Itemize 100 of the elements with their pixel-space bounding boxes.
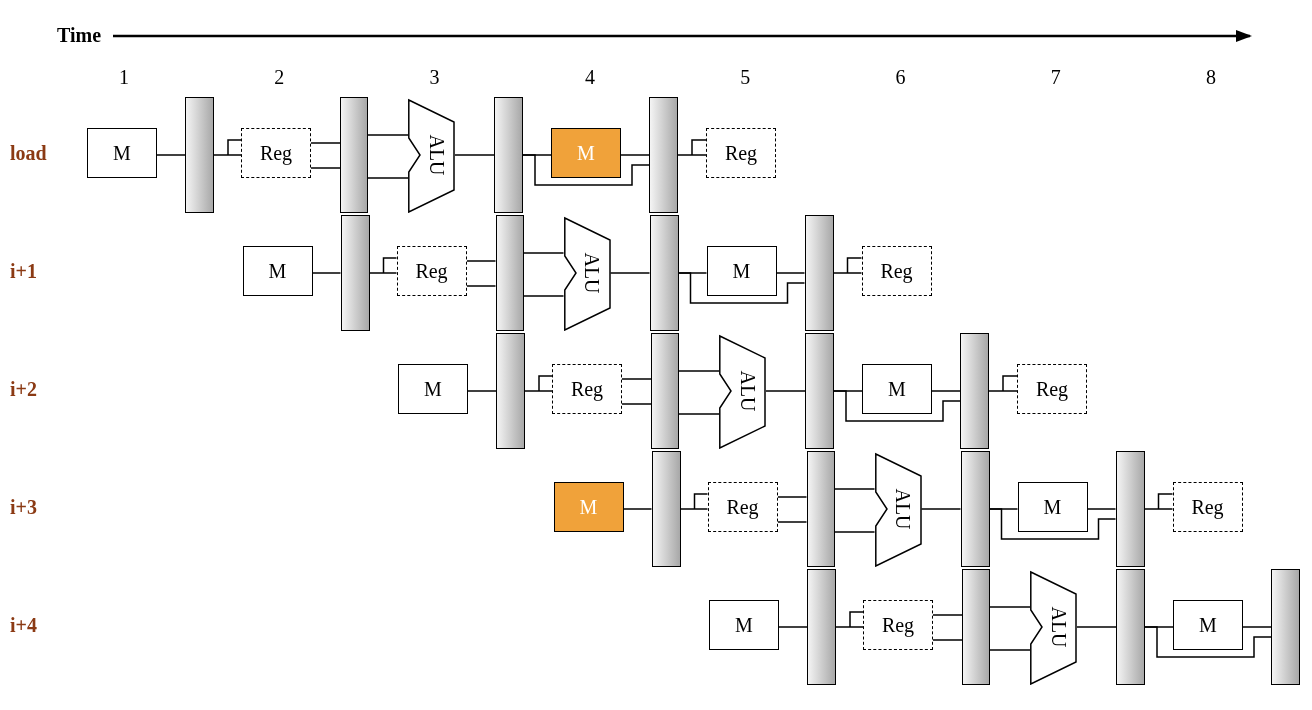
pipeline-register: [1271, 569, 1300, 685]
wire: [932, 639, 963, 641]
wire: [367, 134, 409, 136]
wire: [920, 508, 962, 510]
pipeline-register: [185, 97, 214, 213]
column-number: 5: [740, 66, 751, 89]
register-box: Reg: [706, 128, 776, 178]
wire: [932, 614, 963, 616]
wire: [775, 272, 806, 274]
wire: [1143, 493, 1174, 510]
wire: [988, 508, 1117, 540]
register-box: Reg: [241, 128, 311, 178]
wire: [367, 177, 409, 179]
row-label: i+3: [10, 496, 37, 519]
row-label: i+1: [10, 260, 37, 283]
register-box: Reg: [707, 482, 778, 532]
pipeline-register: [494, 97, 523, 213]
column-number: 3: [429, 66, 440, 89]
row-label: load: [10, 142, 47, 165]
wire: [678, 413, 720, 415]
row-label: i+2: [10, 378, 37, 401]
pipeline-register: [804, 215, 834, 331]
memory-box: M: [862, 364, 932, 414]
memory-box: M: [87, 128, 157, 178]
wire: [989, 606, 1031, 608]
wire: [213, 139, 242, 156]
pipeline-register: [805, 333, 834, 449]
pipeline-register: [496, 333, 525, 449]
column-number: 8: [1206, 66, 1217, 89]
wire: [622, 508, 653, 510]
column-number: 7: [1050, 66, 1061, 89]
pipeline-register: [960, 333, 989, 449]
memory-box: M: [709, 600, 779, 650]
pipeline-register: [649, 97, 678, 213]
wire: [835, 611, 864, 628]
wire: [1242, 626, 1272, 628]
wire: [765, 390, 806, 392]
wire: [609, 272, 651, 274]
wire: [677, 272, 806, 304]
memory-box: M: [242, 246, 313, 296]
wire: [1144, 626, 1272, 658]
row-label: i+4: [10, 614, 37, 637]
memory-box: M: [706, 246, 777, 296]
alu-symbol: ALU: [1030, 569, 1077, 685]
wire: [776, 496, 808, 498]
column-number: 6: [895, 66, 906, 89]
wire: [776, 521, 808, 523]
pipeline-register: [960, 451, 990, 567]
wire: [778, 626, 808, 628]
wire: [677, 139, 707, 156]
alu-symbol: ALU: [563, 215, 611, 331]
pipeline-register: [651, 451, 681, 567]
memory-box: M: [1173, 600, 1243, 650]
alu-symbol: ALU: [719, 333, 766, 449]
wire: [1086, 508, 1117, 510]
wire: [1076, 626, 1117, 628]
pipeline-register: [495, 215, 524, 331]
alu-symbol: ALU: [874, 451, 922, 567]
wire: [832, 257, 863, 274]
wire: [524, 375, 553, 392]
pipeline-register: [962, 569, 990, 685]
wire: [621, 403, 652, 405]
wire: [833, 531, 876, 533]
pipeline-register: [649, 215, 679, 331]
wire: [467, 390, 497, 392]
wire: [989, 649, 1031, 651]
wire: [833, 390, 961, 422]
wire: [620, 154, 650, 156]
wire: [310, 142, 341, 144]
wire: [465, 285, 497, 287]
wire: [310, 167, 341, 169]
wire: [368, 257, 398, 274]
wire: [465, 260, 497, 262]
memory-box: M: [398, 364, 468, 414]
column-number: 1: [119, 66, 129, 89]
wire: [931, 390, 961, 392]
wire: [311, 272, 342, 274]
register-box: Reg: [861, 246, 932, 296]
wire: [454, 154, 495, 156]
register-box: Reg: [552, 364, 622, 414]
memory-box: M: [553, 482, 624, 532]
column-number: 4: [584, 66, 595, 89]
pipeline-register: [1116, 569, 1145, 685]
wire: [522, 252, 565, 254]
column-number: 2: [274, 66, 285, 89]
wire: [679, 493, 709, 510]
pipeline-register: [340, 215, 370, 331]
alu-symbol: ALU: [408, 97, 455, 213]
axis-label: Time: [57, 24, 102, 47]
pipeline-register: [806, 451, 835, 567]
pipeline-register: [1115, 451, 1145, 567]
memory-box: M: [1017, 482, 1088, 532]
register-box: Reg: [863, 600, 933, 650]
register-box: Reg: [396, 246, 467, 296]
wire: [156, 154, 186, 156]
wire: [522, 154, 650, 186]
wire: [678, 370, 720, 372]
pipeline-register: [651, 333, 679, 449]
register-box: Reg: [1017, 364, 1087, 414]
register-box: Reg: [1172, 482, 1243, 532]
